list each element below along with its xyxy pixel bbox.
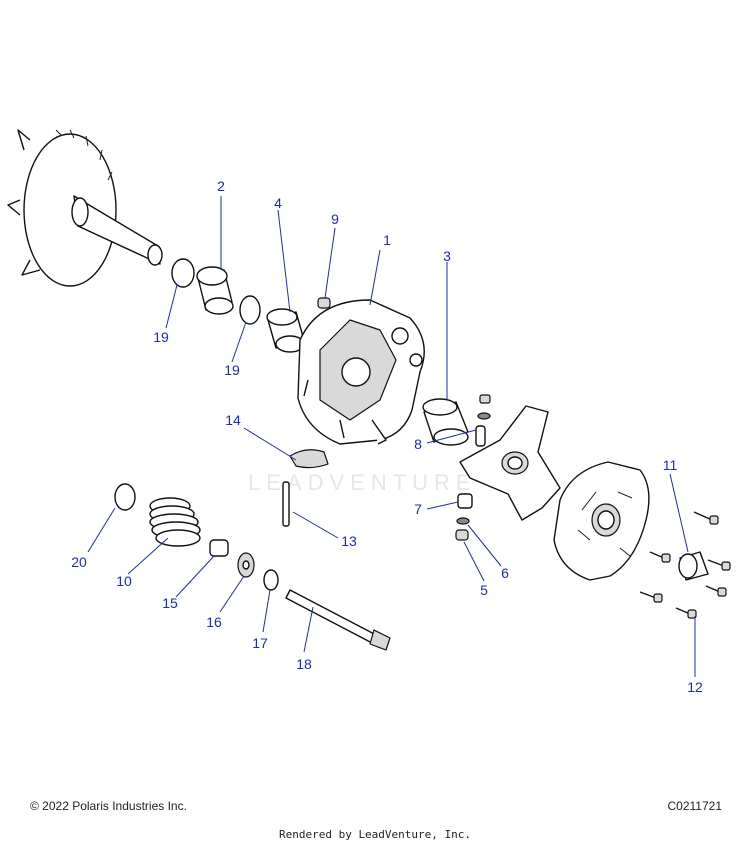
callout-6: 6 (501, 565, 509, 581)
shoe-part[interactable] (289, 449, 329, 469)
callout-19b: 19 (224, 362, 240, 378)
spider-part[interactable] (459, 405, 561, 521)
callout-20: 20 (71, 554, 87, 570)
o-ring-part[interactable] (239, 295, 261, 325)
callout-16: 16 (206, 614, 222, 630)
bushing-part[interactable] (196, 266, 234, 315)
washer-part[interactable] (237, 552, 255, 578)
bolt-part[interactable] (285, 589, 391, 651)
leader-lines (87, 196, 696, 677)
callout-labels: 1 2 3 4 5 6 7 8 9 10 11 12 13 14 15 16 1… (71, 178, 703, 695)
callout-5: 5 (480, 582, 488, 598)
housing-part[interactable] (297, 299, 425, 445)
callout-4: 4 (274, 195, 282, 211)
sheave-shaft-part[interactable] (7, 129, 163, 287)
bushing-part[interactable] (422, 398, 469, 446)
weight-part[interactable] (678, 551, 709, 581)
callout-1: 1 (383, 232, 391, 248)
copyright-text: © 2022 Polaris Industries Inc. (30, 799, 187, 813)
callout-2: 2 (217, 178, 225, 194)
callout-3: 3 (443, 248, 451, 264)
o-ring-part[interactable] (171, 258, 195, 288)
callout-13: 13 (341, 533, 357, 549)
bearing-part[interactable] (263, 569, 279, 591)
roller-part[interactable] (457, 493, 473, 509)
nut-part[interactable] (317, 297, 331, 309)
callout-7: 7 (414, 501, 422, 517)
washer-part[interactable] (456, 517, 470, 525)
bushing-part[interactable] (209, 539, 229, 557)
callout-15: 15 (162, 595, 178, 611)
callout-17: 17 (252, 635, 268, 651)
callout-12: 12 (687, 679, 703, 695)
pin-part[interactable] (282, 481, 290, 527)
callout-8: 8 (414, 436, 422, 452)
callout-18: 18 (296, 656, 312, 672)
nut-part[interactable] (455, 529, 469, 541)
callout-10: 10 (116, 573, 132, 589)
bushing-part[interactable] (266, 308, 305, 353)
pin-part[interactable] (475, 394, 491, 447)
spring-part[interactable] (149, 497, 201, 547)
diagram-code: C0211721 (667, 799, 723, 813)
cover-plate-part[interactable] (553, 461, 650, 581)
callout-14: 14 (225, 412, 241, 428)
rendered-by-text: Rendered by LeadVenture, Inc. (278, 828, 472, 841)
bolt-part[interactable] (639, 511, 731, 619)
callout-19a: 19 (153, 329, 169, 345)
callout-11: 11 (663, 457, 678, 473)
callout-9: 9 (331, 211, 339, 227)
ring-part[interactable] (114, 483, 136, 511)
